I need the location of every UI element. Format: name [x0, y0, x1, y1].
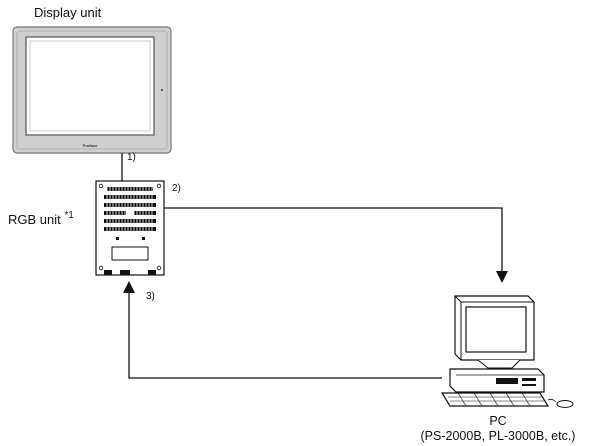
- display-unit-label: Display unit: [34, 5, 102, 20]
- connection-1-label: 1): [127, 152, 136, 163]
- rgb-unit-vents: [104, 187, 156, 231]
- pc-illustration: [440, 295, 574, 408]
- cable-3: [128, 290, 442, 379]
- arrow-to-pc-icon: [496, 271, 508, 283]
- arrow-to-rgb-unit-icon: [123, 281, 135, 293]
- display-logo: Proface: [83, 143, 98, 148]
- rgb-unit-footnote: *1: [64, 210, 74, 221]
- display-unit: Proface: [12, 26, 172, 154]
- pc-models-label: (PS-2000B, PL-3000B, etc.): [420, 429, 576, 443]
- indicator-dot: [160, 88, 164, 92]
- connection-3-label: 3): [146, 291, 155, 302]
- rgb-unit: [95, 180, 165, 276]
- pc-label: PC: [489, 414, 507, 428]
- connection-2-label: 2): [172, 183, 181, 194]
- rgb-unit-label: RGB unit *1: [8, 210, 74, 227]
- cable-2: [164, 207, 503, 275]
- rgb-unit-name: RGB unit: [8, 212, 61, 227]
